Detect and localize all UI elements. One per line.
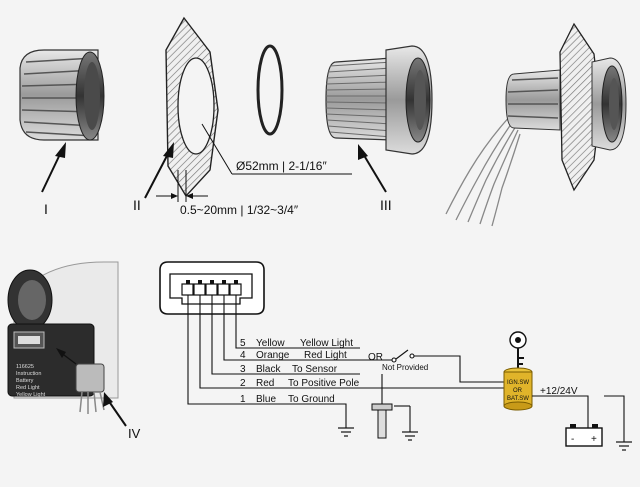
ignition-line3: BAT.SW [507, 396, 529, 402]
wire-5-function: Yellow Light [300, 338, 353, 349]
wire-3-function: To Sensor [292, 364, 338, 375]
arrow-to-cap [41, 142, 66, 193]
battery-minus: - [571, 434, 574, 445]
inset-text-3: Battery [16, 378, 34, 384]
part-label-iii: III [380, 197, 392, 213]
battery-ground-wire [604, 395, 625, 442]
o-ring-part [256, 44, 284, 136]
ground-symbol-1 [338, 427, 354, 437]
gauge-cap-part [19, 49, 105, 141]
panel-section-part [165, 16, 219, 198]
wire-2-color: Red [256, 378, 274, 389]
optional-switch [391, 349, 508, 383]
key-icon [509, 331, 527, 370]
wire-4-function: Red Light [304, 350, 347, 361]
part-label-i: I [44, 201, 48, 217]
sensor-probe [371, 374, 411, 439]
wire-5-color: Yellow [256, 338, 285, 349]
ignition-line1: IGN.SW [507, 380, 529, 386]
wire-lines [187, 295, 504, 428]
diameter-label: Ø52mm | 2-1/16″ [236, 159, 327, 173]
inset-text-1: 116625 [16, 364, 34, 370]
inset-text-2: Instruction [16, 371, 41, 377]
wire-4-number: 4 [240, 350, 246, 361]
inset-text-5: Yellow Light [16, 392, 46, 398]
wire-2-number: 2 [240, 378, 246, 389]
wire-connector [159, 261, 265, 315]
assembled-gauge [445, 22, 627, 227]
threaded-nut-part [325, 45, 433, 155]
wire-2-function: To Positive Pole [288, 378, 360, 389]
thickness-dimension [156, 170, 208, 202]
wire-1-number: 1 [240, 394, 246, 405]
ground-symbol-2 [402, 431, 418, 441]
ignition-line2: OR [513, 388, 523, 394]
inset-text-4: Red Light [16, 385, 40, 391]
battery-icon: - + [565, 424, 603, 447]
switch-not-provided: Not Provided [382, 363, 428, 372]
part-label-ii: II [133, 197, 141, 213]
arrow-to-nut [358, 144, 387, 193]
arrow-to-panel [144, 142, 174, 199]
thickness-label: 0.5~20mm | 1/32~3/4″ [180, 203, 299, 217]
battery-plus: + [591, 434, 597, 445]
positive-wire [532, 395, 589, 432]
battery-voltage-label: +12/24V [540, 386, 578, 397]
wire-5-number: 5 [240, 338, 246, 349]
wire-1-function: To Ground [288, 394, 335, 405]
diameter-leader [201, 123, 352, 175]
connector-inset: 116625 Instruction Battery Red Light Yel… [7, 261, 119, 414]
ignition-switch: IGN.SW OR BAT.SW [503, 367, 533, 411]
ground-symbol-3 [616, 441, 632, 451]
wire-3-color: Black [256, 364, 281, 375]
wire-1-color: Blue [256, 394, 276, 405]
arrow-to-inset [103, 392, 127, 427]
wire-4-color: Orange [256, 350, 290, 361]
switch-or-label: OR [368, 352, 383, 363]
part-label-iv: IV [128, 426, 141, 441]
wire-3-number: 3 [240, 364, 246, 375]
